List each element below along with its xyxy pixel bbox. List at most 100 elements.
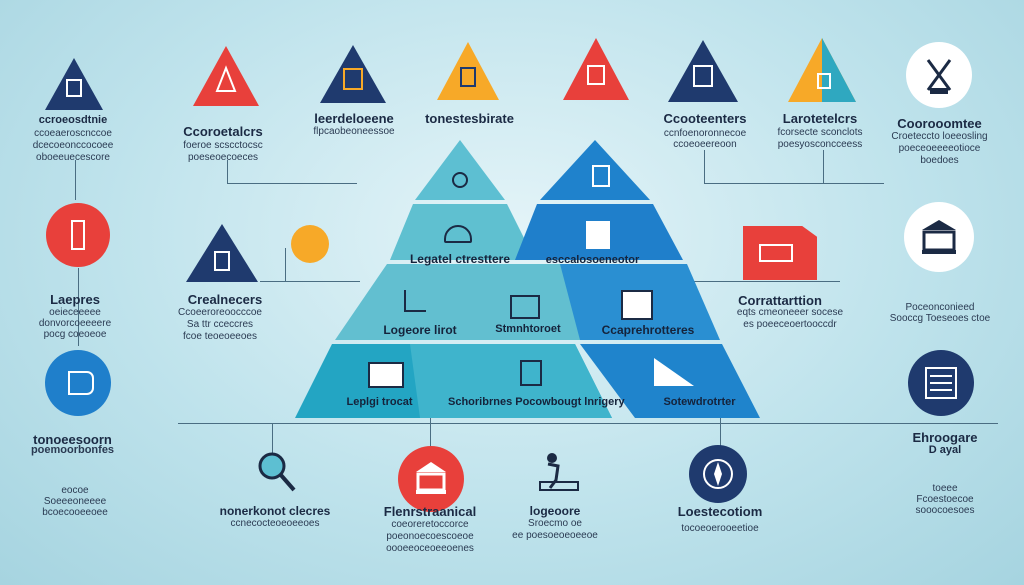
left-line: eocoe bbox=[61, 485, 89, 496]
pyramid-label: Schoribrnes Pocowbougt lnrigery bbox=[448, 396, 625, 408]
connector-line bbox=[78, 268, 79, 346]
triangle-red-icon bbox=[563, 38, 629, 100]
pyramid-label: esccalosoeneotor bbox=[545, 254, 640, 266]
left-line: donvorcoeeeere bbox=[38, 318, 112, 329]
pyramid-label: Leplgi trocat bbox=[346, 396, 413, 408]
bottom-title: Loestecotiom bbox=[677, 504, 763, 519]
right-line: Fcoestoecoe bbox=[916, 494, 974, 505]
triangle-navy-icon bbox=[668, 40, 738, 102]
top-title: tonestesbirate bbox=[425, 111, 514, 126]
bottom-line: ccnecocteoeoeeoes bbox=[230, 518, 320, 529]
left-line: Ccoeeroreoocccoe bbox=[178, 307, 262, 318]
pyramid-icon-tent bbox=[510, 295, 540, 319]
pyramid-label: Stmnhtoroet bbox=[495, 323, 561, 335]
left-line: Soeeeoneeee bbox=[43, 496, 107, 507]
top-title: Ccoroetalcrs bbox=[183, 124, 263, 139]
bottom-title: logeoore bbox=[529, 504, 581, 518]
pyramid-icon-card bbox=[586, 221, 610, 249]
pyramid-diagram bbox=[295, 140, 760, 418]
triangle-navy-icon bbox=[186, 224, 258, 282]
pyramid-icon-dome bbox=[444, 225, 472, 243]
bottom-line: poeonoecoescoeoe bbox=[386, 531, 474, 542]
right-line: sooocoesoes bbox=[915, 505, 975, 516]
pyramid-icon-stairs bbox=[404, 290, 426, 312]
right-line: Poceonconieed bbox=[905, 302, 975, 313]
connector-line bbox=[720, 418, 721, 448]
connector-line bbox=[272, 423, 273, 453]
left-title: Laepres bbox=[50, 292, 100, 307]
triangle-red-icon bbox=[193, 46, 259, 106]
mid-right-title: Corrattarttion bbox=[738, 293, 822, 308]
connector-line bbox=[227, 160, 228, 184]
connector-line bbox=[260, 281, 360, 282]
left-line: poemoorbonfes bbox=[30, 444, 115, 456]
chat-circle-icon bbox=[45, 350, 111, 416]
pyramid-icon-document bbox=[621, 290, 653, 320]
right-line: toeee bbox=[932, 483, 958, 494]
top-line: poesyosconcceess bbox=[777, 139, 863, 150]
pen-orange-icon bbox=[291, 225, 329, 263]
left-title: Crealnecers bbox=[187, 292, 263, 307]
building-circle-icon bbox=[904, 202, 974, 272]
document-square-icon bbox=[908, 350, 974, 416]
right-subtitle: D ayal bbox=[928, 444, 962, 456]
connector-line bbox=[704, 150, 705, 184]
left-line: pocg coeoeoe bbox=[43, 329, 107, 340]
top-line: poeseoecoeces bbox=[187, 152, 259, 163]
building-red-circle-icon bbox=[398, 446, 464, 512]
person-desk-icon bbox=[539, 453, 579, 491]
magnifier-icon bbox=[258, 452, 296, 492]
pyramid-icon-clock bbox=[452, 172, 468, 188]
pyramid-icon-person bbox=[520, 360, 542, 386]
top-line: ccoeoeereoon bbox=[673, 139, 737, 150]
connector-line bbox=[227, 183, 357, 184]
connector-line bbox=[75, 160, 76, 200]
bottom-title: nonerkonot clecres bbox=[219, 504, 331, 518]
top-title: Coorooomtee bbox=[897, 116, 982, 131]
pencil-circle-icon bbox=[46, 203, 110, 267]
pyramid-label: Ccaprehrotteres bbox=[601, 323, 695, 337]
red-card-icon bbox=[743, 226, 817, 280]
top-line: poeceoeeeeotioce bbox=[898, 143, 981, 154]
top-line: Croeteccto loeeosling bbox=[891, 131, 988, 142]
pyramid-label: Legatel ctresttere bbox=[409, 252, 511, 266]
bottom-line: ee poesoeoeoeeoe bbox=[512, 530, 598, 541]
connector-line bbox=[430, 418, 431, 448]
left-line: bcoecooeeoee bbox=[42, 507, 108, 518]
top-line: foeroe scscctocsc bbox=[183, 140, 263, 151]
top-line: fcorsecte sconclots bbox=[777, 127, 863, 138]
compass-circle-icon bbox=[689, 445, 747, 503]
right-title: Ehroogare bbox=[912, 430, 978, 445]
top-line: flpcaobeoneessoe bbox=[313, 126, 395, 137]
top-title: leerdeloeene bbox=[314, 111, 394, 126]
pyramid-icon-kiosk bbox=[592, 165, 610, 187]
top-title: Ccooteenters bbox=[663, 111, 747, 126]
connector-line bbox=[690, 281, 840, 282]
left-title: tonoeesoorn bbox=[33, 432, 112, 447]
triangle-navy-icon bbox=[45, 58, 103, 110]
left-line: oeieceeeee bbox=[49, 307, 101, 318]
bottom-line: coeoreretoccorce bbox=[391, 519, 469, 530]
left-line: Sa ttr cceccres bbox=[186, 319, 254, 330]
top-line: boedoes bbox=[920, 155, 959, 166]
bottom-title: Flenrstraanical bbox=[383, 504, 477, 519]
connector-line bbox=[823, 150, 824, 184]
mid-right-line: es poeeceoertooccdr bbox=[743, 319, 837, 330]
connector-line bbox=[704, 183, 884, 184]
mid-right-line: eqts cmeoneeer socese bbox=[736, 307, 844, 318]
pyramid-label: Logeore lirot bbox=[383, 323, 457, 337]
connector-line bbox=[285, 248, 286, 282]
triangle-orange-icon bbox=[437, 42, 499, 100]
connector-line bbox=[178, 423, 998, 424]
triangle-orange-teal-icon bbox=[788, 38, 856, 102]
triangle-navy-icon bbox=[320, 45, 386, 103]
right-line: Sooccg Toeseoes ctoe bbox=[889, 313, 991, 324]
top-title: Larotetelcrs bbox=[782, 111, 858, 126]
statue-icon bbox=[906, 42, 972, 108]
top-line: ccnfoenoronnecoe bbox=[663, 128, 747, 139]
pyramid-icon-check bbox=[368, 362, 404, 388]
left-line: fcoe teoeoeeoes bbox=[183, 331, 257, 342]
bottom-line: Sroecmo oe bbox=[528, 518, 582, 529]
bottom-line: oooeeoceoeeoenes bbox=[386, 543, 474, 554]
bottom-line: tocoeoerooeetioe bbox=[681, 523, 759, 534]
